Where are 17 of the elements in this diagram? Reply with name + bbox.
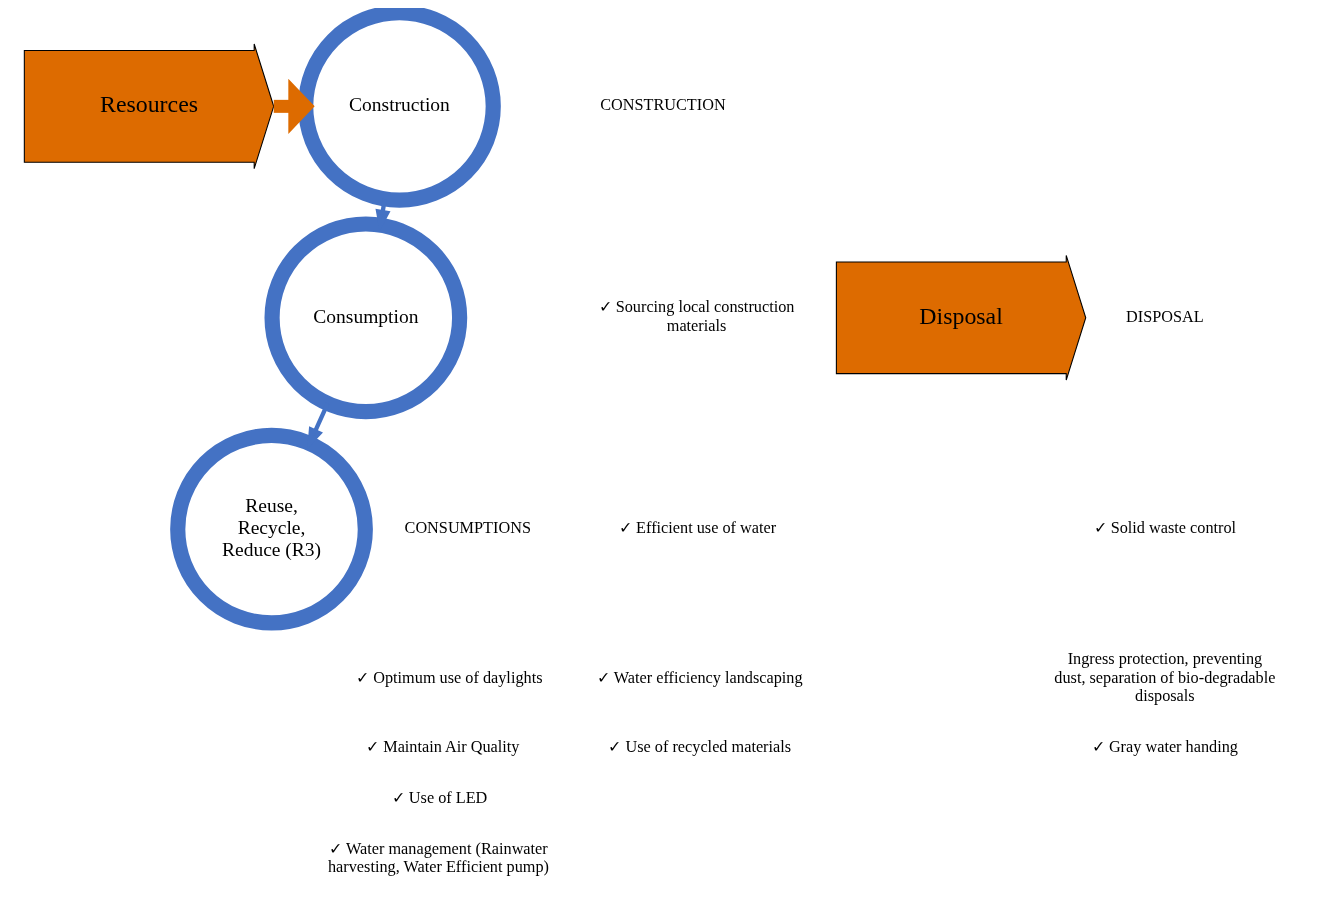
arrow [273, 78, 315, 134]
label: ✓ Sourcing local construction materials [598, 298, 794, 335]
label: ✓ Optimum use of daylights [355, 668, 542, 687]
label: ✓ Efficient use of water [618, 518, 776, 537]
label: DISPOSAL [1125, 307, 1204, 326]
label: ✓ Use of recycled materials [607, 737, 791, 756]
label: Ingress protection, preventing dust, separation of bio-degradable disposals [1053, 650, 1275, 706]
node-circle: Construction [297, 8, 501, 208]
label: ✓ Water management (Rainwater harvesting, Water Efficient pump) [327, 839, 549, 877]
label: ✓ Solid waste control [1093, 518, 1236, 537]
label: ✓ Gray water handing [1091, 737, 1238, 756]
label: ✓ Water efficiency landscaping [596, 668, 803, 687]
label: CONSUMPTIONS [404, 518, 531, 537]
label: ✓ Use of LED [391, 788, 487, 807]
label: CONSTRUCTION [599, 96, 726, 115]
label: ✓ Maintain Air Quality [365, 737, 520, 756]
node-circle: Consumption [264, 216, 467, 420]
